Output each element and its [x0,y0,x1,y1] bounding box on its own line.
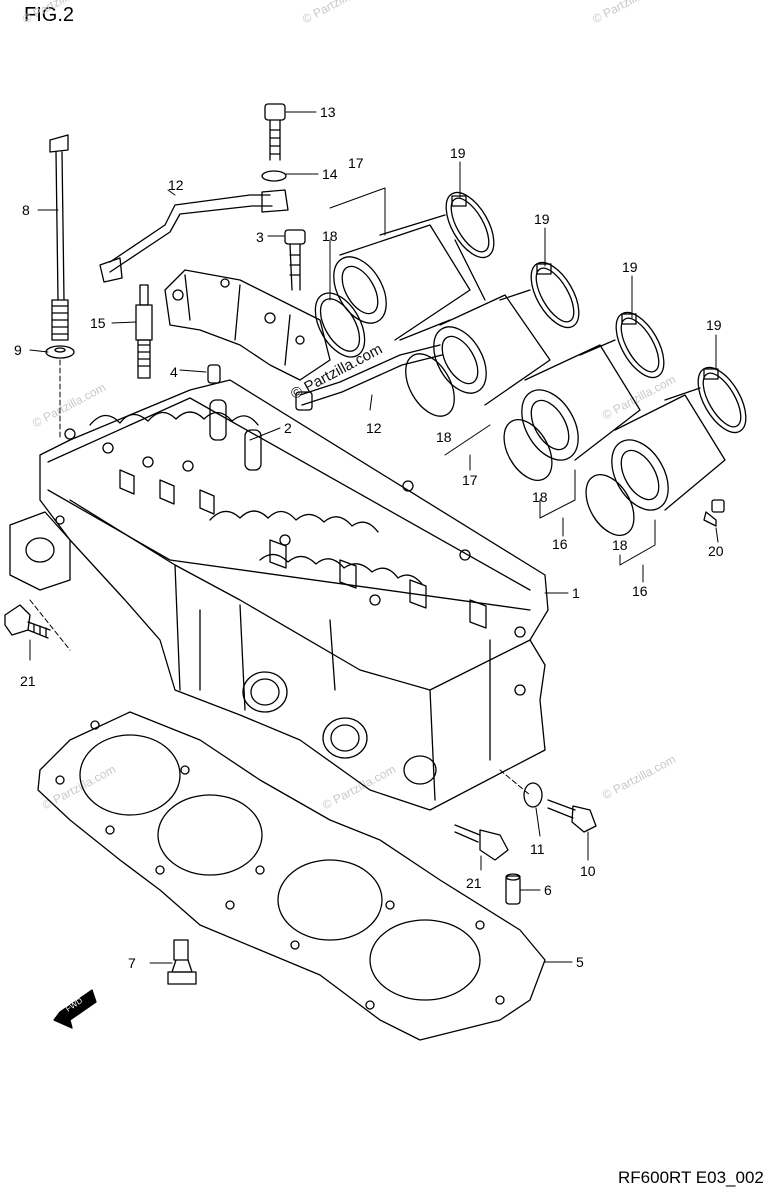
callout-18b: 18 [436,429,452,445]
clamp-2 [521,255,588,335]
callout-9: 9 [14,342,22,358]
clamp-4 [688,360,755,440]
callout-labels: 1 2 3 4 5 6 7 8 9 10 11 12 12 13 14 15 1… [14,104,724,971]
o-ring-3 [494,411,562,488]
callout-19b: 19 [534,211,550,227]
washer-11 [524,783,542,807]
callout-2: 2 [284,420,292,436]
cylinder-head [10,380,548,810]
oil-hose [100,190,442,410]
screw-20 [704,500,724,526]
callout-8: 8 [22,202,30,218]
o-ring-2 [396,346,465,425]
intake-pipe-4 [600,388,725,520]
callout-3: 3 [256,229,264,245]
callout-1: 1 [572,585,580,601]
callout-5: 5 [576,954,584,970]
dowel-6 [506,874,520,904]
callout-13: 13 [320,104,336,120]
o-ring-1 [305,285,375,366]
callout-6: 6 [544,882,552,898]
callout-14: 14 [322,166,338,182]
bolt-21-left [5,605,50,638]
dowel-pin [208,365,220,383]
intake-pipe-3 [510,340,640,470]
callout-10: 10 [580,863,596,879]
callout-18a: 18 [322,228,338,244]
callout-4: 4 [170,364,178,380]
bolt-7 [168,940,196,984]
callout-11: 11 [530,841,545,857]
bolt-10 [548,800,596,832]
callout-21a: 21 [20,673,36,689]
callout-18c: 18 [532,489,548,505]
head-gasket [38,712,545,1040]
callout-19c: 19 [622,259,638,275]
callout-12a: 12 [168,177,184,193]
figure-title: FIG.2 [24,4,75,26]
callout-19a: 19 [450,145,466,161]
o-ring-4 [576,466,644,543]
reference-code: RF600RT E03_002 [618,1168,764,1187]
intake-pipe-2 [423,290,550,405]
cam-holder [165,270,330,380]
callout-12b: 12 [366,420,382,436]
bolt-21-bottom [455,825,508,860]
callout-20: 20 [708,543,724,559]
callout-7: 7 [128,955,136,971]
callout-18d: 18 [612,537,628,553]
callout-15: 15 [90,315,106,331]
clamp-3 [606,305,673,385]
oil-pipe-bolt [46,135,74,358]
union-bolt [262,104,286,181]
clamp-1 [436,185,503,265]
bolt-3 [285,230,305,290]
callout-16a: 16 [552,536,568,552]
intake-pipe-1 [323,215,485,340]
spark-plug [136,285,152,378]
callout-21b: 21 [466,875,482,891]
callout-19d: 19 [706,317,722,333]
callout-17b: 17 [462,472,478,488]
leader-lines [30,112,718,963]
callout-16b: 16 [632,583,648,599]
forward-arrow [54,990,96,1028]
callout-17a: 17 [348,155,364,171]
